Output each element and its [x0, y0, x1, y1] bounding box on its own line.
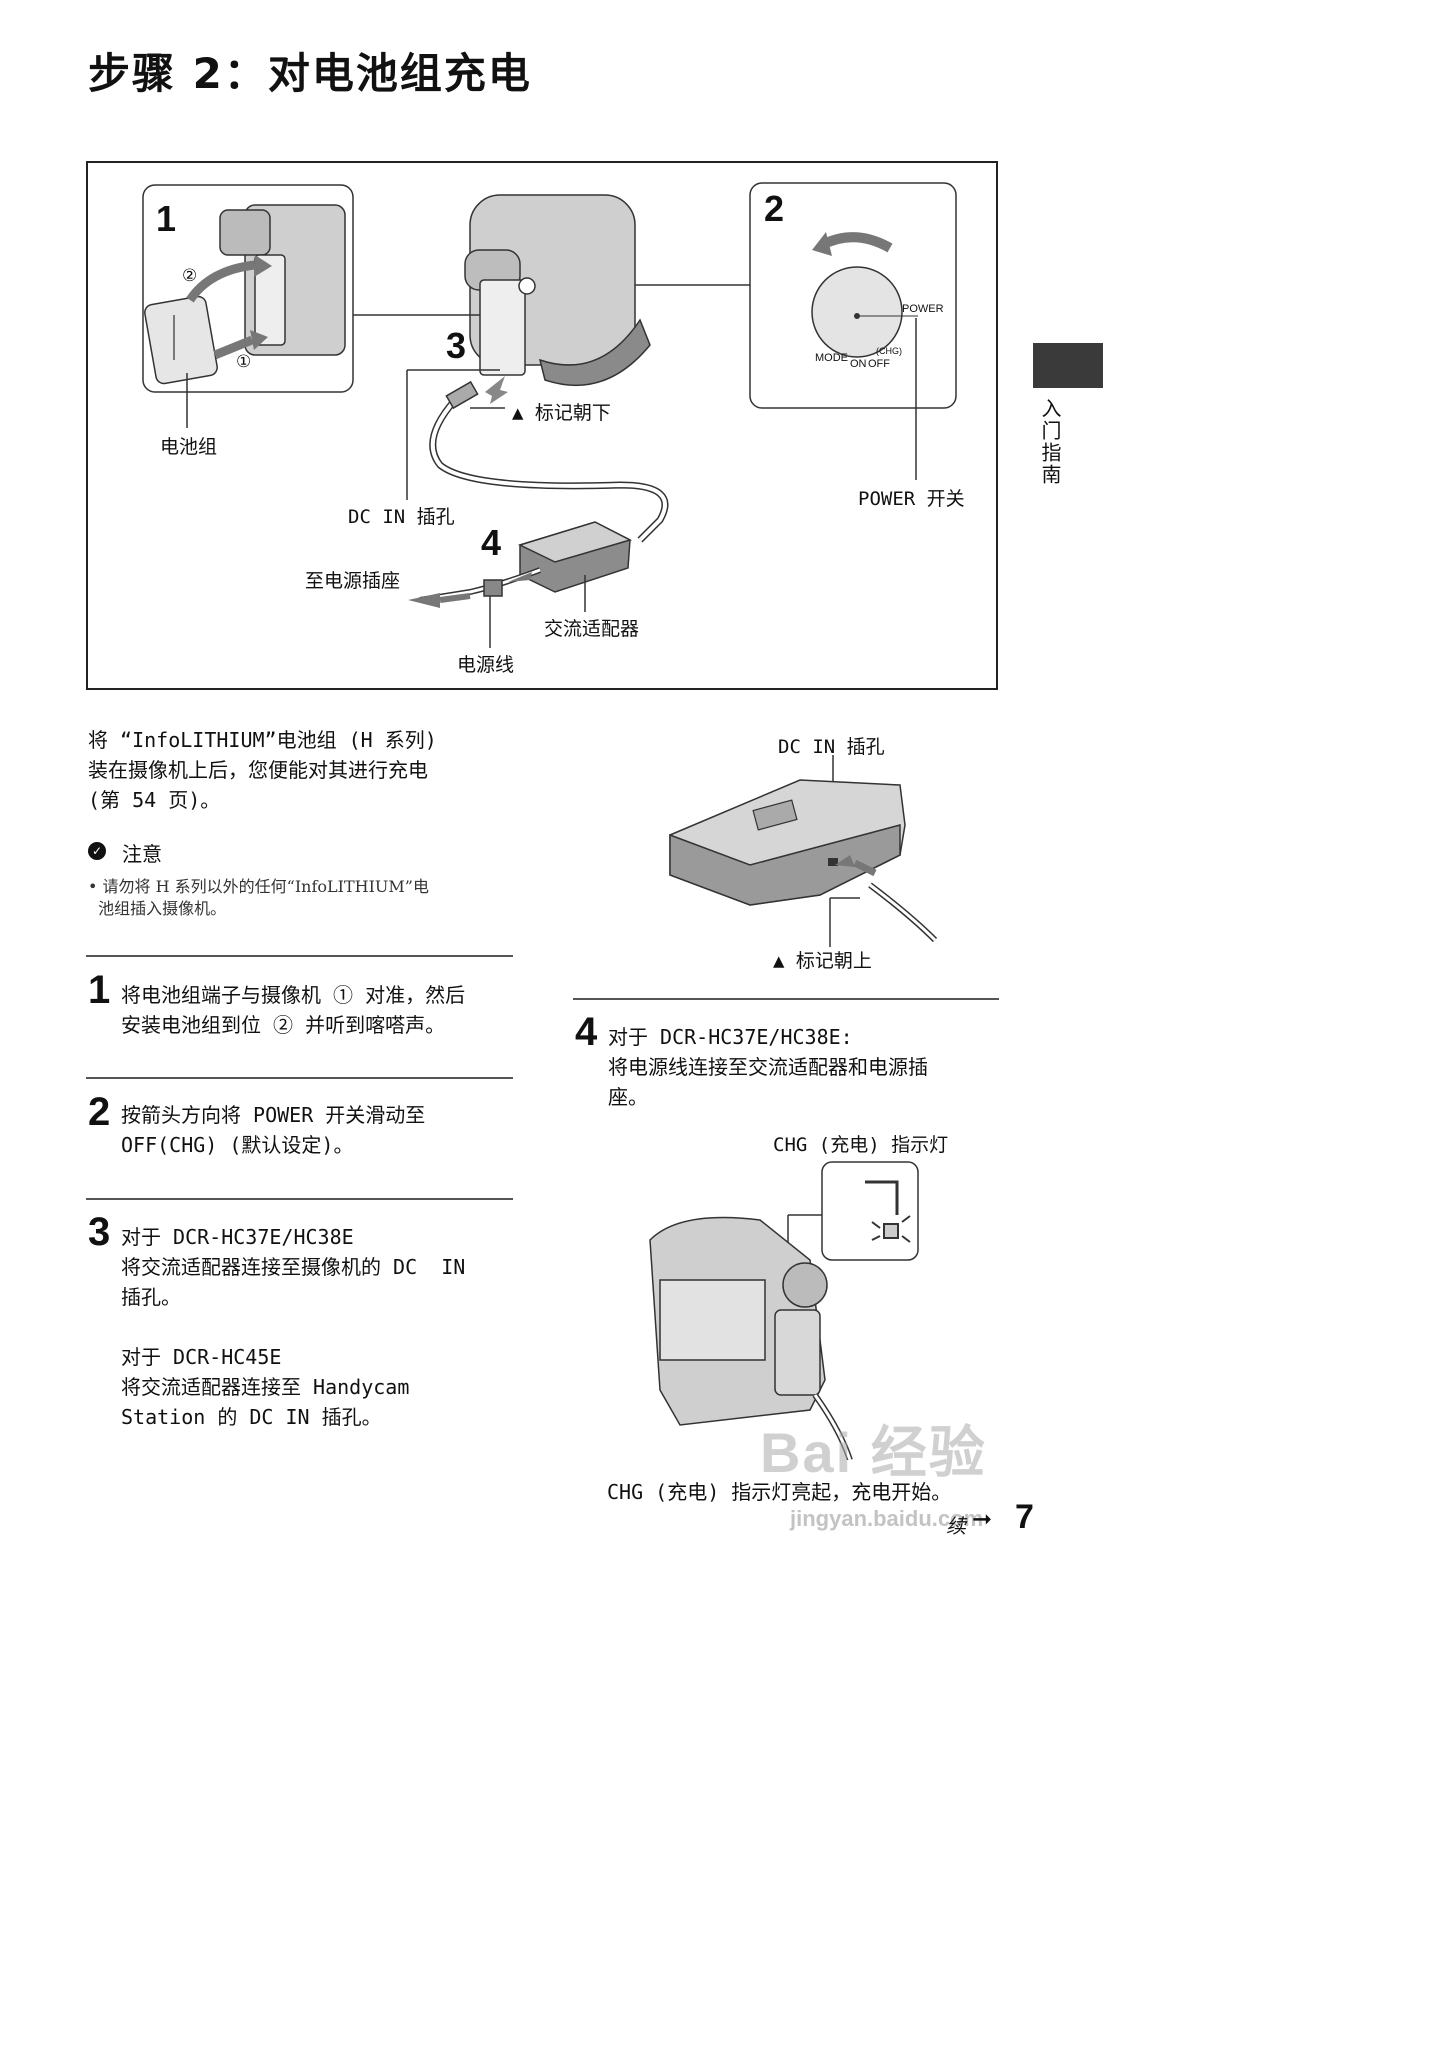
- adaptor-arrow: [508, 572, 532, 582]
- power-dial: [811, 266, 903, 358]
- dial-power-text: POWER: [902, 303, 944, 315]
- step-3-number: 3: [88, 1210, 111, 1254]
- dc-plug-arrow: [485, 376, 508, 404]
- divider: [573, 998, 999, 1000]
- figure-step-2: 2: [764, 188, 785, 229]
- mains-plug: [483, 579, 503, 597]
- to-outlet-label: 至电源插座: [305, 570, 401, 592]
- page-title: 步骤 2：对电池组充电: [88, 49, 532, 98]
- section-tab-label: 入门指南: [1038, 398, 1062, 486]
- dial-off-text: OFF: [868, 358, 890, 370]
- caution-text: • 请勿将 H 系列以外的任何“InfoLITHIUM”电 池组插入摄像机。: [88, 877, 429, 918]
- figure-circle-2: ②: [182, 266, 198, 286]
- battery-pack-illustration: [144, 295, 218, 385]
- watermark-url: jingyan.baidu.com: [790, 1506, 984, 1531]
- watermark-brand: Bai 经验: [760, 1421, 987, 1484]
- chg-indicator-label: CHG (充电) 指示灯: [773, 1134, 949, 1156]
- outlet-arrow: [408, 593, 440, 608]
- insert-arrow-1: [213, 335, 254, 360]
- intro-text: 将 “InfoLITHIUM”电池组 (H 系列) 装在摄像机上后，您便能对其进…: [88, 728, 437, 812]
- power-switch-label: POWER 开关: [858, 488, 965, 510]
- caution-title: 注意: [122, 842, 162, 866]
- dial-arrow-head: [812, 232, 832, 256]
- charging-diagram: [86, 161, 998, 690]
- divider: [86, 955, 513, 957]
- step-1-text: 将电池组端子与摄像机 ① 对准，然后 安装电池组到位 ② 并听到喀嗒声。: [121, 983, 466, 1037]
- dial-on-text: ON: [850, 358, 867, 370]
- section-tab: [1033, 343, 1103, 388]
- dial-mode-text: MODE: [815, 352, 848, 364]
- step-1-number: 1: [88, 968, 111, 1012]
- step-3-text: 对于 DCR-HC37E/HC38E 将交流适配器连接至摄像机的 DC IN 插…: [121, 1225, 466, 1429]
- insert-arrow-2: [186, 260, 256, 303]
- page-number: 7: [1015, 1498, 1034, 1536]
- handycam-station-illustration: [669, 755, 938, 947]
- figure-step-1: 1: [156, 198, 177, 239]
- battery-label: 电池组: [160, 436, 218, 458]
- power-cord-label: 电源线: [457, 654, 515, 676]
- continued-label: 续: [946, 1514, 966, 1538]
- step-4-text: 对于 DCR-HC37E/HC38E: 将电源线连接至交流适配器和电源插 座。: [608, 1025, 928, 1109]
- step-2-text: 按箭头方向将 POWER 开关滑动至 OFF(CHG) (默认设定)。: [121, 1103, 426, 1157]
- step-2-number: 2: [88, 1090, 111, 1134]
- divider: [86, 1077, 513, 1079]
- caution-icon: ✓: [88, 842, 106, 860]
- mark-up-label: ▲ 标记朝上: [773, 950, 872, 972]
- dc-plug: [445, 380, 479, 410]
- divider: [86, 1198, 513, 1200]
- camera-side-illustration: [219, 204, 346, 356]
- dc-in-label: DC IN 插孔: [348, 506, 455, 528]
- station-dc-in-label: DC IN 插孔: [778, 736, 885, 758]
- step-4-number: 4: [575, 1010, 598, 1054]
- arrow-right-icon: ➞: [972, 1505, 993, 1533]
- ac-adaptor-label: 交流适配器: [544, 618, 640, 640]
- ac-adaptor-illustration: [517, 521, 633, 593]
- chg-caption: CHG (充电) 指示灯亮起，充电开始。: [607, 1480, 952, 1504]
- figure-step-4: 4: [481, 522, 502, 563]
- figure-step-3: 3: [446, 325, 467, 366]
- dial-chg-text: (CHG): [876, 346, 902, 356]
- camera-illustration: [464, 194, 651, 387]
- insert-arrow-1-head: [250, 330, 268, 350]
- camera-chg-illustration: [649, 1161, 919, 1460]
- figure-circle-1: ①: [236, 352, 252, 372]
- diagram-drawing: [142, 182, 957, 648]
- mark-down-label: ▲ 标记朝下: [512, 402, 611, 424]
- insert-arrow-2-head: [254, 255, 272, 277]
